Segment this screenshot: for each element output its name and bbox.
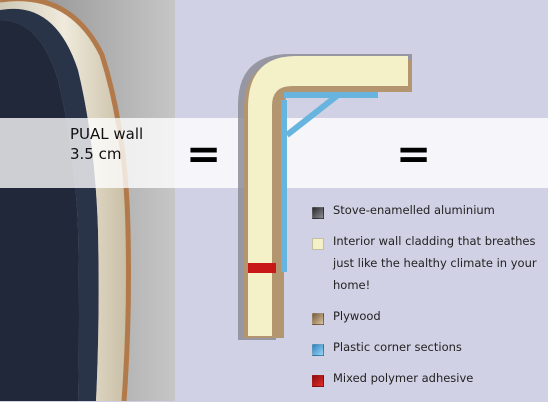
cream-swatch-icon [312, 238, 324, 250]
adhesive-strip [248, 263, 276, 273]
wall-photo [0, 0, 175, 401]
legend-label-cladding: Interior wall cladding that breathes jus… [333, 234, 537, 292]
legend: Stove-enamelled aluminium Interior wall … [312, 203, 540, 402]
legend-label-plywood: Plywood [333, 309, 381, 323]
legend-item-adhesive: Mixed polymer adhesive [312, 371, 540, 389]
label-band-right [175, 118, 548, 188]
wall-label-line1: PUAL wall [70, 125, 144, 143]
legend-item-aluminium: Stove-enamelled aluminium [312, 203, 540, 221]
red-swatch-icon [312, 375, 324, 387]
legend-label-aluminium: Stove-enamelled aluminium [333, 203, 495, 217]
plastic-corner-brace [285, 92, 340, 138]
cladding-layer [248, 56, 408, 336]
wall-photo-graphic [0, 0, 175, 401]
equals-sign-left: = [186, 129, 222, 178]
dark-metal-swatch-icon [312, 207, 324, 219]
legend-item-plastic: Plastic corner sections [312, 340, 540, 358]
legend-label-adhesive: Mixed polymer adhesive [333, 371, 474, 385]
legend-item-plywood: Plywood [312, 309, 540, 327]
wall-label-line2: 3.5 cm [70, 145, 122, 163]
legend-label-plastic: Plastic corner sections [333, 340, 462, 354]
legend-item-cladding: Interior wall cladding that breathes jus… [312, 234, 540, 296]
equals-sign-right: = [396, 129, 432, 178]
tan-swatch-icon [312, 313, 324, 325]
wall-label: PUAL wall 3.5 cm [70, 124, 143, 164]
blue-swatch-icon [312, 344, 324, 356]
